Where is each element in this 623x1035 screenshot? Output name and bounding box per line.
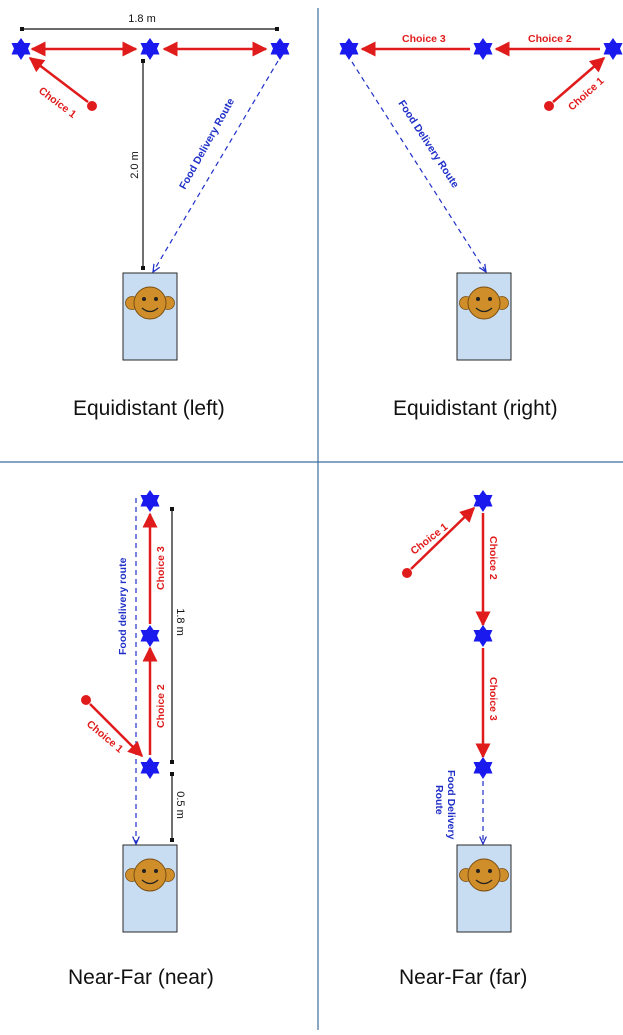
- panel-near-far-far: Choice 1 Choice 2 Choice 3 Food Delivery…: [399, 490, 527, 989]
- choice-3-label: Choice 3: [402, 33, 446, 45]
- bed-with-face-icon: [122, 844, 178, 933]
- bed-with-face-icon: [456, 844, 512, 933]
- feeder-star-icon: [270, 38, 290, 60]
- feeder-star-icon: [473, 490, 493, 512]
- food-delivery-route: [351, 61, 486, 272]
- feeder-star-icon: [473, 38, 493, 60]
- start-dot: [544, 101, 554, 111]
- choice-1-arrow: [28, 57, 89, 103]
- feeder-star-icon: [339, 38, 359, 60]
- food-delivery-route: [153, 60, 279, 272]
- choice-1-arrow: [552, 57, 606, 103]
- choice-1-arrow: [89, 703, 144, 758]
- start-dot: [402, 568, 412, 578]
- caption-near-far-far: Near-Far (far): [399, 966, 527, 989]
- dimension-label-1-8m: 1.8 m: [174, 608, 186, 636]
- feeder-star-icon: [473, 757, 493, 779]
- feeder-star-icon: [140, 490, 160, 512]
- caption-equidistant-right: Equidistant (right): [393, 397, 558, 420]
- dimension-label-0-5m: 0.5 m: [174, 791, 186, 819]
- feeder-star-icon: [140, 625, 160, 647]
- feeder-star-icon: [140, 38, 160, 60]
- food-delivery-route-label: Food Delivery Route: [177, 96, 237, 191]
- feeder-star-icon: [11, 38, 31, 60]
- choice-1-arrow: [410, 506, 476, 570]
- start-dot: [87, 101, 97, 111]
- food-delivery-route-label-line1: Food Delivery: [445, 770, 457, 840]
- choice-3-label: Choice 3: [155, 546, 167, 590]
- food-delivery-route-label: Food Delivery Route: [395, 98, 461, 190]
- choice-1-label: Choice 1: [84, 718, 125, 755]
- feeder-star-icon: [140, 757, 160, 779]
- choice-2-label: Choice 2: [487, 536, 499, 580]
- choice-3-label: Choice 3: [487, 677, 499, 721]
- panel-equidistant-left: 1.8 m Choice 1 2.0 m Food Delivery Route…: [11, 13, 290, 420]
- food-delivery-route-label-line2: Route: [433, 785, 445, 815]
- bed-with-face-icon: [122, 272, 178, 361]
- panel-near-far-near: Food delivery route Choice 3 Choice 2 Ch…: [68, 490, 214, 989]
- choice-2-label: Choice 2: [155, 684, 167, 728]
- dimension-label-1-8m: 1.8 m: [128, 13, 156, 25]
- caption-equidistant-left: Equidistant (left): [73, 397, 225, 420]
- panel-equidistant-right: Choice 3 Choice 2 Choice 1 Food Delivery…: [339, 33, 623, 420]
- caption-near-far-near: Near-Far (near): [68, 966, 214, 989]
- feeder-star-icon: [473, 625, 493, 647]
- start-dot: [81, 695, 91, 705]
- choice-2-label: Choice 2: [528, 33, 572, 45]
- food-delivery-route-label: Food delivery route: [117, 557, 129, 655]
- feeder-star-icon: [603, 38, 623, 60]
- dimension-label-2-0m: 2.0 m: [129, 151, 141, 179]
- bed-with-face-icon: [456, 272, 512, 361]
- choice-1-label: Choice 1: [566, 75, 607, 113]
